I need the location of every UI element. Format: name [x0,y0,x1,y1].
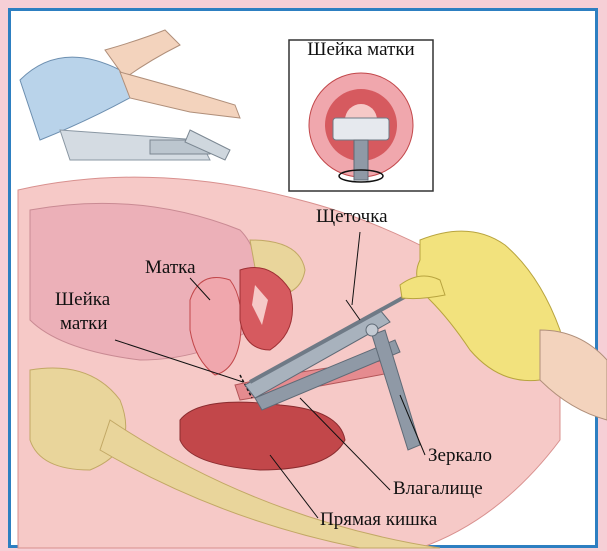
inset-title: Шейка матки [289,39,433,61]
label-brush: Щеточка [316,207,388,228]
label-uterus: Матка [145,258,196,279]
label-speculum: Зеркало [428,446,492,467]
label-cervix-line2: матки [60,314,108,335]
patient-figure [20,30,240,160]
label-cervix-line1: Шейка [55,290,110,311]
label-rectum: Прямая кишка [320,510,437,531]
label-vagina: Влагалище [393,479,483,500]
cervix-inset [289,40,433,191]
